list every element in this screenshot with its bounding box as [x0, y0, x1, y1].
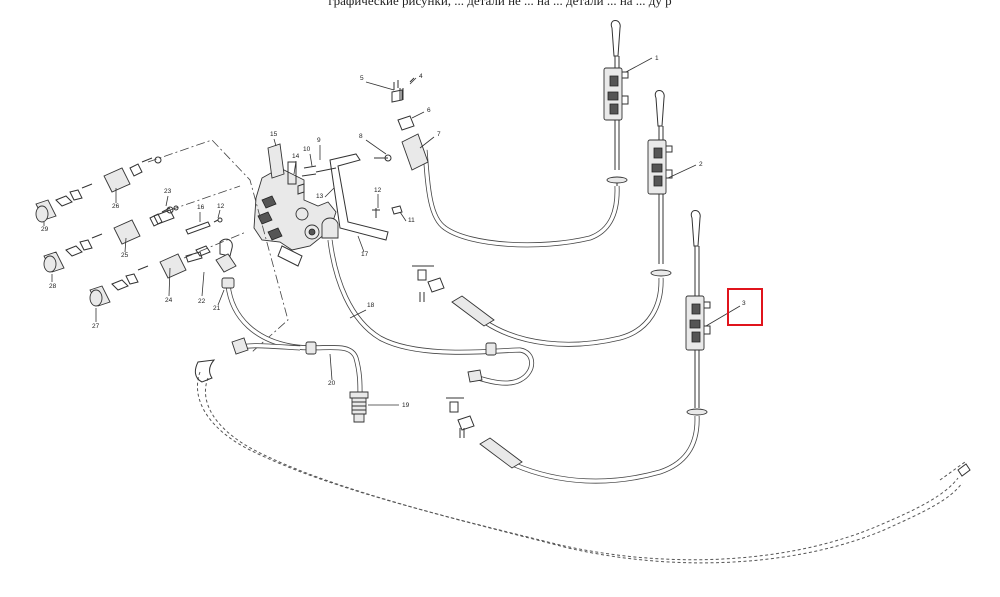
callout-28: 28 — [49, 283, 57, 290]
control-cable-3 — [446, 210, 711, 484]
leader-line-8 — [365, 139, 387, 155]
callout-17: 17 — [361, 251, 369, 258]
leader-line-1 — [625, 57, 653, 73]
callouts: 1234567891011121213141516171819202122232… — [41, 55, 746, 409]
callout-20: 20 — [328, 380, 336, 387]
leader-line-10 — [309, 153, 313, 167]
callout-16: 16 — [197, 204, 205, 211]
leader-line-23 — [165, 195, 169, 207]
callout-24: 24 — [165, 297, 173, 304]
callout-15: 15 — [270, 131, 278, 138]
callout-1: 1 — [655, 55, 659, 62]
callout-5: 5 — [360, 75, 364, 82]
callout-18: 18 — [367, 302, 375, 309]
leader-line-22 — [201, 271, 205, 297]
leader-line-2 — [667, 164, 697, 179]
callout-9: 9 — [317, 137, 321, 144]
header-text: графические рисунки, ... детали не ... н… — [328, 0, 672, 8]
callout-14: 14 — [292, 153, 300, 160]
leader-line-11 — [399, 211, 407, 222]
control-cable-2 — [412, 90, 673, 347]
callout-12a: 12 — [374, 187, 382, 194]
hose-18 — [321, 217, 535, 386]
callout-29: 29 — [41, 226, 49, 233]
leader-line-4 — [409, 77, 417, 85]
leader-line-3 — [705, 305, 741, 327]
callout-3: 3 — [742, 300, 746, 307]
leader-line-14 — [293, 160, 297, 175]
valve-block — [219, 143, 337, 267]
callout-19: 19 — [402, 402, 410, 409]
leader-line-6 — [411, 111, 425, 119]
leader-line-24 — [168, 267, 171, 297]
dashed-return-hose — [194, 359, 971, 564]
callout-2: 2 — [699, 161, 703, 168]
callout-6: 6 — [427, 107, 431, 114]
leader-line-15 — [273, 138, 277, 147]
leader-line-12b — [217, 209, 221, 219]
leader-line-21 — [217, 289, 225, 306]
callout-7: 7 — [437, 131, 441, 138]
control-cable-1 — [391, 20, 629, 248]
leader-line-25 — [124, 237, 127, 253]
callout-25: 25 — [121, 252, 129, 259]
callout-23: 23 — [164, 188, 172, 195]
hose-20 — [215, 253, 369, 423]
leader-line-13 — [324, 187, 335, 198]
leader-line-18 — [349, 309, 367, 319]
leader-line-17 — [357, 235, 365, 253]
callout-12b: 12 — [217, 203, 225, 210]
leader-line-7 — [419, 136, 435, 149]
highlight-box — [727, 288, 763, 326]
callout-22: 22 — [198, 298, 206, 305]
leader-line-5 — [365, 81, 395, 91]
callout-11: 11 — [408, 217, 415, 224]
centerlines — [147, 139, 289, 353]
callout-8: 8 — [359, 133, 363, 140]
callout-10: 10 — [303, 146, 311, 153]
leader-line-20 — [329, 353, 333, 381]
callout-13: 13 — [316, 193, 324, 200]
callout-26: 26 — [112, 203, 120, 210]
bracket — [297, 153, 403, 241]
quick-couplers — [35, 156, 223, 307]
callout-21: 21 — [213, 305, 221, 312]
callout-4: 4 — [419, 73, 423, 80]
callout-27: 27 — [92, 323, 100, 330]
